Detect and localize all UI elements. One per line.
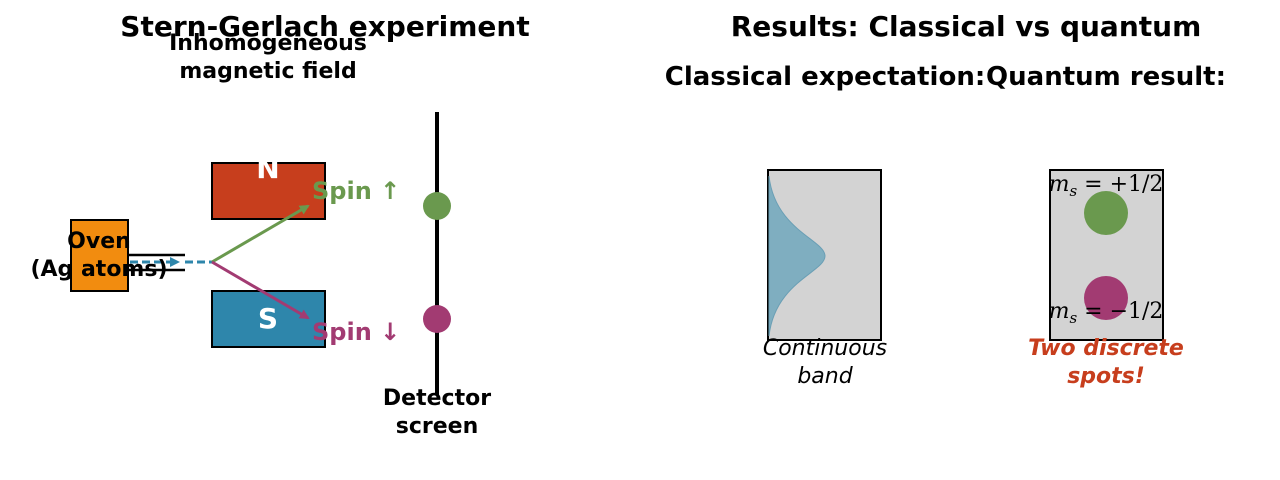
field-label-line-1: Inhomogeneous — [169, 31, 367, 56]
south-label: S — [258, 302, 278, 335]
quantum-caption-line-2: spots! — [1067, 364, 1145, 389]
classical-heading: Classical expectation: — [665, 62, 985, 92]
classical-caption-line-1: Continuous — [763, 336, 887, 361]
spin-down-beam — [211, 260, 310, 320]
quantum-caption-line-1: Two discrete — [1028, 336, 1184, 361]
detector-spot-up — [423, 192, 451, 220]
oven-label-line-2: (Ag atoms) — [30, 257, 167, 282]
continuous-band — [768, 175, 826, 337]
ms-down-label: ms = −1/2 — [1049, 299, 1164, 327]
quantum-spot-down — [1084, 276, 1128, 320]
oven-label-line-1: Oven — [67, 229, 131, 254]
detector-label-line-2: screen — [396, 414, 479, 439]
field-label-line-2: magnetic field — [179, 59, 356, 84]
spin-up-label: Spin ↑ — [312, 177, 400, 205]
spin-down-label: Spin ↓ — [312, 318, 400, 346]
quantum-heading: Quantum result: — [986, 62, 1226, 92]
ms-up-label: ms = +1/2 — [1049, 172, 1164, 200]
detector-label-line-1: Detector — [383, 386, 491, 411]
oven-box — [70, 219, 129, 292]
quantum-spot-up — [1084, 191, 1128, 235]
north-label: N — [256, 152, 279, 185]
left-panel-title: Stern-Gerlach experiment — [120, 10, 529, 43]
detector-spot-down — [423, 305, 451, 333]
classical-caption-line-2: band — [797, 364, 853, 389]
spin-up-beam — [211, 204, 310, 264]
right-panel-title: Results: Classical vs quantum — [731, 10, 1202, 43]
